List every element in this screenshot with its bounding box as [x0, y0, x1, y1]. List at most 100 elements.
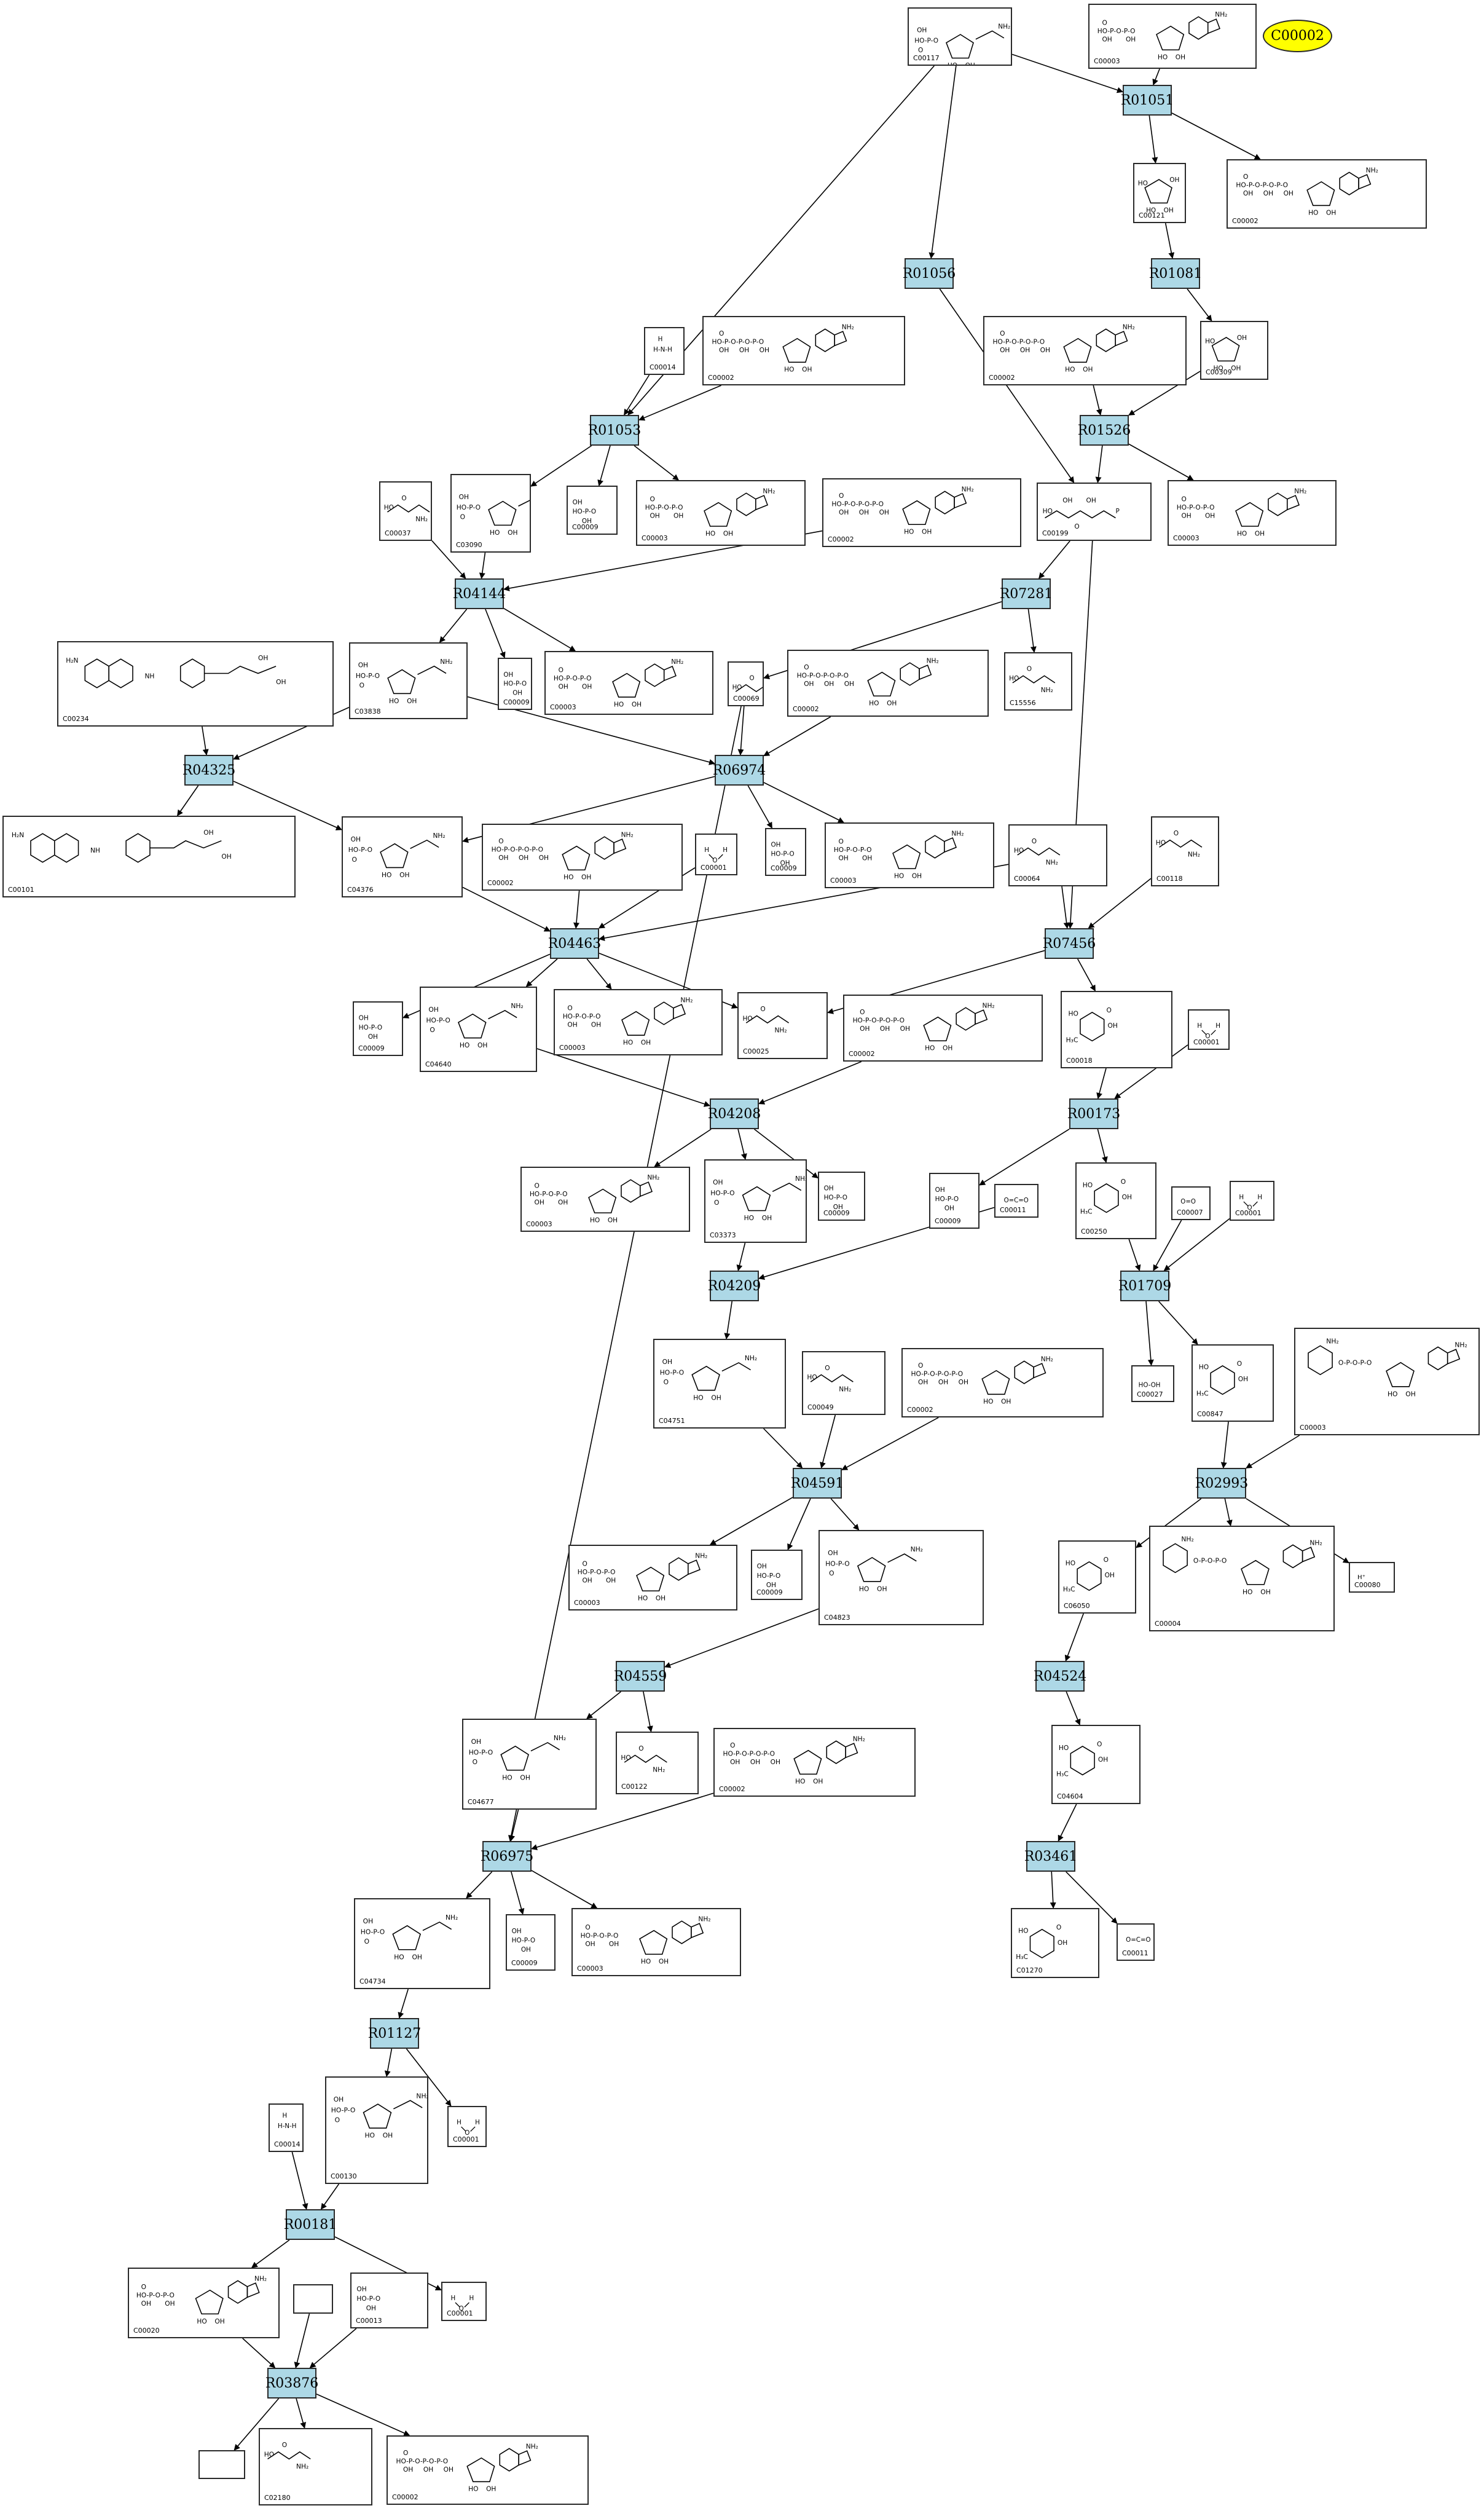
- reaction-node-r04559[interactable]: R04559: [614, 1661, 667, 1692]
- reaction-node-r03876[interactable]: R03876: [265, 2368, 318, 2399]
- reaction-node-r06975[interactable]: R06975: [481, 1841, 533, 1872]
- reaction-node-r01127[interactable]: R01127: [368, 2018, 421, 2049]
- compound-node-c00080[interactable]: H⁺C00080: [1349, 1562, 1395, 1593]
- reaction-node-r00181[interactable]: R00181: [284, 2209, 337, 2240]
- compound-node-empty[interactable]: [293, 2284, 333, 2314]
- reaction-node-r04208[interactable]: R04208: [708, 1098, 761, 1129]
- highlight-compound-oval[interactable]: C00002: [1263, 20, 1332, 52]
- reaction-node-r04144[interactable]: R04144: [453, 578, 506, 609]
- reaction-node-r07456[interactable]: R07456: [1043, 928, 1096, 959]
- reaction-node-r04524[interactable]: R04524: [1034, 1661, 1086, 1692]
- reaction-node-r01709[interactable]: R01709: [1118, 1271, 1171, 1301]
- reaction-node-r04209[interactable]: R04209: [708, 1271, 761, 1301]
- reaction-node-r06974[interactable]: R06974: [713, 755, 766, 786]
- reaction-node-r01526[interactable]: R01526: [1078, 415, 1131, 446]
- reaction-node-r01053[interactable]: R01053: [588, 415, 641, 446]
- reaction-node-r04463[interactable]: R04463: [548, 928, 601, 959]
- reaction-node-r02993[interactable]: R02993: [1195, 1468, 1248, 1499]
- compound-node-empty[interactable]: [198, 2450, 245, 2479]
- reaction-node-r01056[interactable]: R01056: [903, 258, 956, 289]
- reaction-node-r04591[interactable]: R04591: [791, 1468, 844, 1499]
- reaction-node-r07281[interactable]: R07281: [1000, 578, 1053, 609]
- reaction-node-r01051[interactable]: R01051: [1121, 85, 1174, 116]
- reaction-node-r00173[interactable]: R00173: [1067, 1098, 1120, 1129]
- reaction-node-r01081[interactable]: R01081: [1149, 258, 1202, 289]
- reaction-node-r03461[interactable]: R03461: [1024, 1841, 1077, 1872]
- compound-node-c00069[interactable]: HOONH₂C00069: [728, 661, 764, 706]
- reaction-node-r04325[interactable]: R04325: [183, 755, 235, 786]
